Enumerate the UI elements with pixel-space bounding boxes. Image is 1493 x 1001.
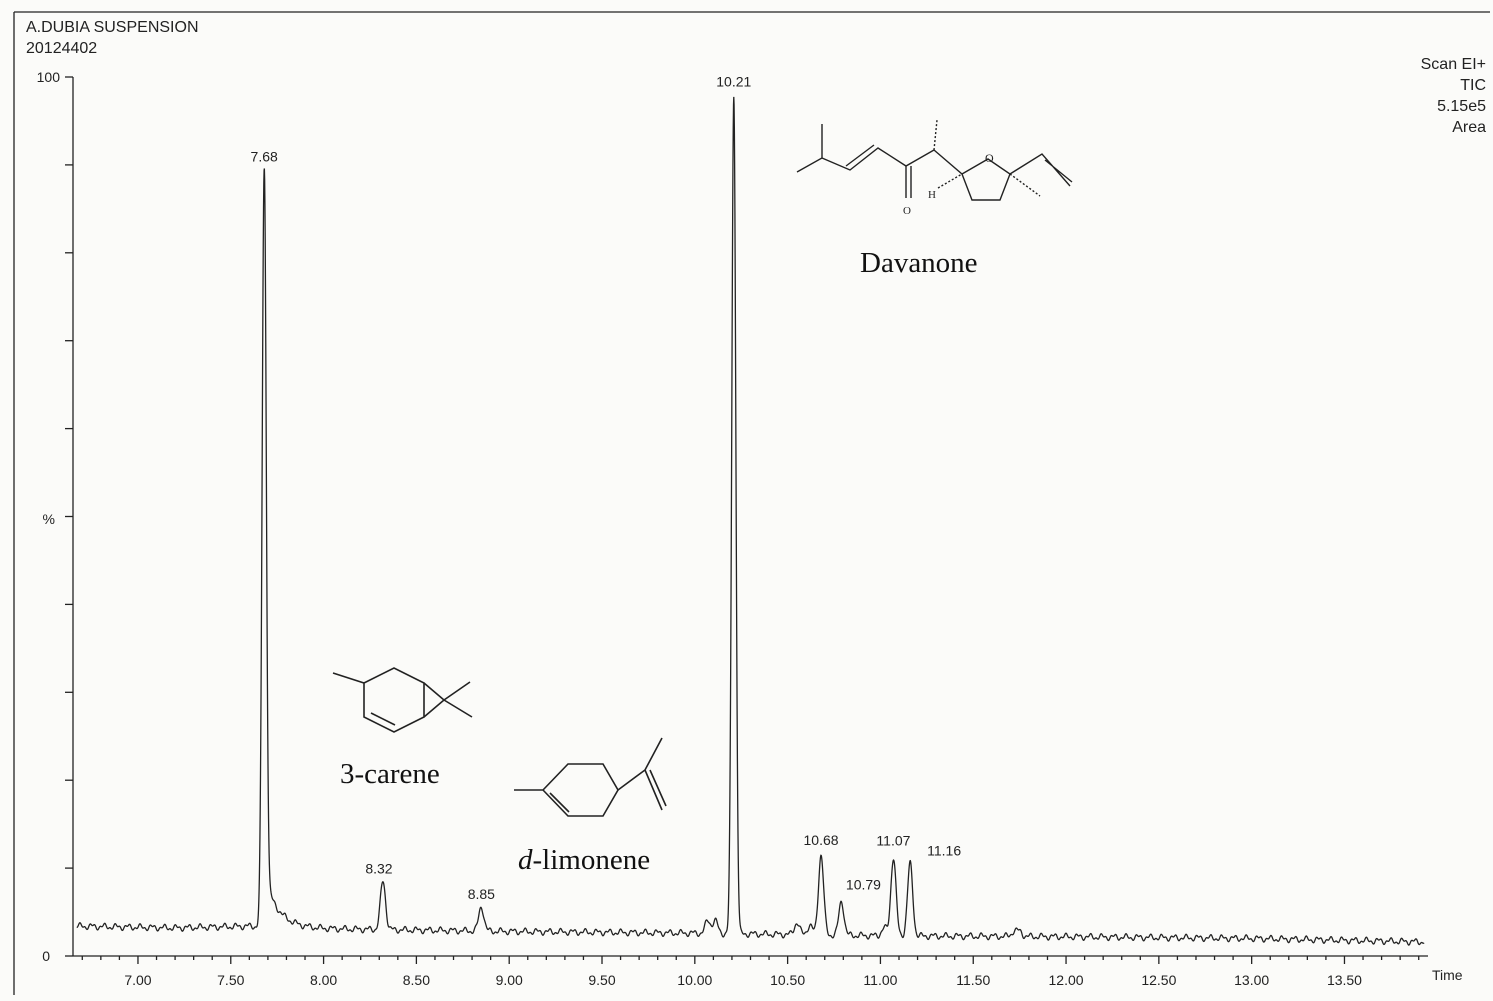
3-carene-label: 3-carene <box>340 758 440 790</box>
peak-label: 11.07 <box>876 833 910 849</box>
peak-label: 10.68 <box>804 832 839 848</box>
x-tick-label: 13.00 <box>1234 972 1269 988</box>
davanone-oxygen: O <box>985 151 994 165</box>
d-limonene-structure-icon <box>514 737 667 817</box>
peak-label: 7.68 <box>251 148 278 164</box>
x-tick-label: 11.00 <box>863 972 897 988</box>
x-tick-label: 8.00 <box>310 972 337 988</box>
x-tick-label: 7.50 <box>217 972 244 988</box>
y-axis-label: % <box>43 511 55 527</box>
x-tick-label: 10.50 <box>770 972 805 988</box>
x-tick-label: 7.00 <box>124 972 151 988</box>
peak-label: 11.16 <box>927 843 961 859</box>
sample-id: 20124402 <box>26 40 97 57</box>
davanone-structure-icon <box>796 119 1073 201</box>
davanone-carbonyl: O <box>903 205 911 217</box>
chromatogram-trace <box>76 96 1425 946</box>
x-tick-label: 10.00 <box>677 972 712 988</box>
y-tick-label-100: 100 <box>37 69 61 85</box>
y-tick-label-0: 0 <box>42 948 50 964</box>
peak-label: 10.79 <box>846 877 881 893</box>
detection-mode: TIC <box>1460 77 1486 94</box>
x-tick-label: 12.50 <box>1141 972 1176 988</box>
peak-labels: 7.68 8.32 8.85 10.21 10.68 10.79 11.07 11.16 <box>251 74 962 902</box>
intensity-value: 5.15e5 <box>1437 98 1486 115</box>
davanone-label: Davanone <box>860 247 978 279</box>
x-axis-ticks: 7.00 7.50 8.00 8.50 9.00 9.50 10.00 10.50 11.00 1… <box>81 956 1420 988</box>
x-tick-label: 12.00 <box>1049 972 1084 988</box>
peak-label: 8.85 <box>468 886 495 902</box>
x-tick-label: 13.50 <box>1327 972 1362 988</box>
x-tick-label: 9.00 <box>496 972 523 988</box>
y-axis-ticks <box>65 76 73 957</box>
peak-label: 8.32 <box>365 860 392 876</box>
d-limonene-label: d-limonene <box>518 844 650 876</box>
davanone-hydrogen: H <box>928 189 936 201</box>
sample-name: A.DUBIA SUSPENSION <box>26 19 199 36</box>
scan-mode: Scan EI+ <box>1421 56 1486 73</box>
3-carene-structure-icon <box>332 667 473 733</box>
peak-label: 10.21 <box>716 74 751 90</box>
x-axis-label: Time <box>1432 967 1463 983</box>
x-tick-label: 9.50 <box>588 972 615 988</box>
x-tick-label: 8.50 <box>403 972 430 988</box>
x-tick-label: 11.50 <box>956 972 990 988</box>
area-label: Area <box>1452 119 1486 136</box>
